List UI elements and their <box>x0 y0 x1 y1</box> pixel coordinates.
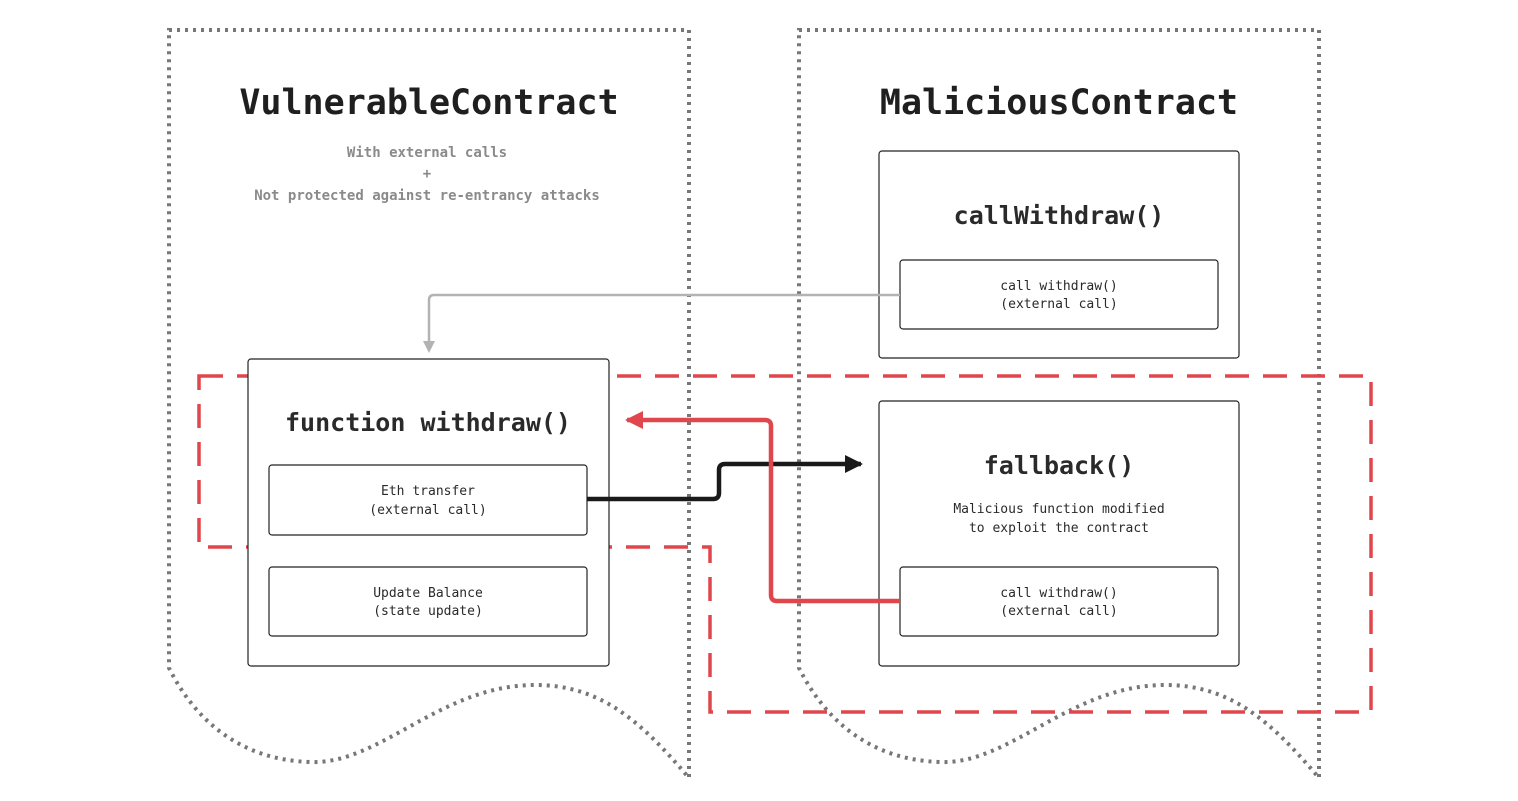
callwithdraw-external-call-box <box>899 259 1219 330</box>
black-arrow-eth-transfer-to-fallback <box>587 455 863 502</box>
vulnerable-contract-container <box>167 28 691 784</box>
update-balance-line1: Update Balance <box>373 586 483 601</box>
withdraw-function-title: function withdraw() <box>285 408 571 437</box>
vulnerable-contract-title: VulnerableContract <box>239 83 618 123</box>
fallback-description-line1: Malicious function modified <box>953 502 1164 517</box>
callwithdraw-call-line2: (external call) <box>1000 297 1117 312</box>
update-balance-line2: (state update) <box>373 604 483 619</box>
malicious-contract-container <box>797 28 1321 784</box>
fallback-call-line1: call withdraw() <box>1000 586 1117 601</box>
fallback-external-call-box <box>899 566 1219 637</box>
fallback-call-line2: (external call) <box>1000 604 1117 619</box>
vulnerable-subtitle-line3: Not protected against re-entrancy attack… <box>254 188 600 204</box>
red-arrow-fallback-to-withdraw <box>625 411 900 604</box>
fallback-function-title: fallback() <box>984 451 1135 480</box>
callwithdraw-function-title: callWithdraw() <box>954 201 1165 230</box>
callwithdraw-call-line1: call withdraw() <box>1000 279 1117 294</box>
gray-arrow-callwithdraw-to-withdraw <box>423 293 900 353</box>
reentrancy-region-upper <box>197 374 1373 714</box>
eth-transfer-line2: (external call) <box>369 503 486 518</box>
eth-transfer-line1: Eth transfer <box>381 484 475 499</box>
vulnerable-subtitle-line1: With external calls <box>347 145 507 161</box>
fallback-description-line2: to exploit the contract <box>969 521 1149 536</box>
malicious-contract-title: MaliciousContract <box>880 83 1238 123</box>
vulnerable-subtitle-plus: + <box>423 166 431 182</box>
eth-transfer-box <box>268 464 588 536</box>
update-balance-box <box>268 566 588 637</box>
